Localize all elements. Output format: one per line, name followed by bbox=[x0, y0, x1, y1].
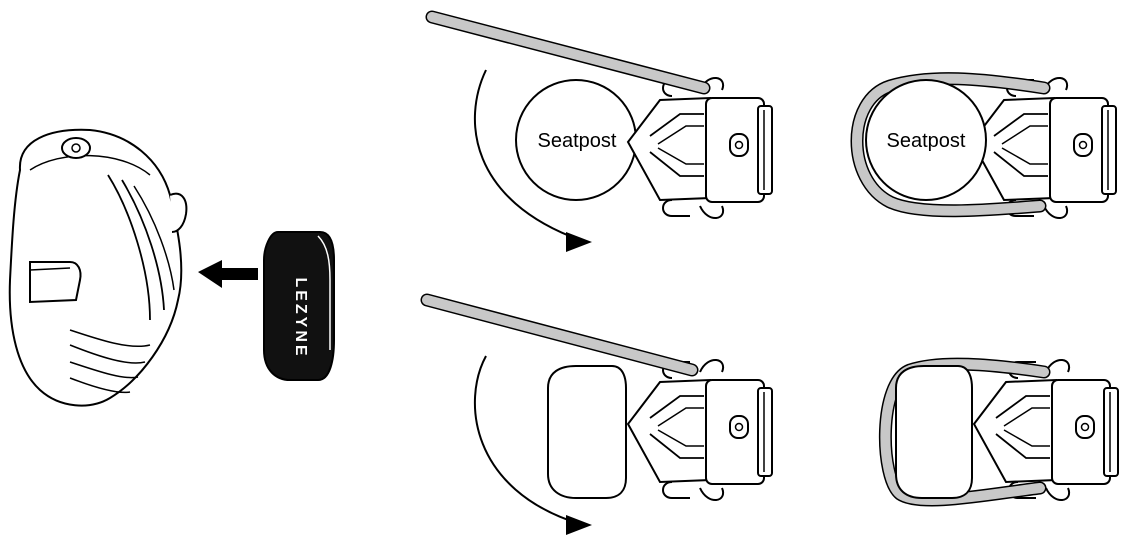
step-3-aero-strap-over bbox=[420, 293, 773, 535]
insert-arrow-icon bbox=[198, 260, 258, 288]
rotate-arrow-icon bbox=[566, 515, 592, 535]
strap bbox=[427, 12, 709, 93]
power-button-icon bbox=[61, 137, 91, 159]
light-body bbox=[8, 128, 188, 407]
strap bbox=[422, 295, 697, 375]
rubber-pad bbox=[263, 231, 335, 381]
logo-text: LEZYNE bbox=[292, 277, 309, 358]
step-1-strap-over: Seatpost bbox=[425, 10, 773, 252]
seatpost-circle bbox=[865, 79, 987, 201]
seatpost-label: Seatpost bbox=[538, 130, 617, 152]
strap-wrapped bbox=[852, 73, 1049, 216]
seatpost-label: Seatpost bbox=[887, 130, 966, 152]
aero-seatpost bbox=[547, 365, 627, 499]
strap-wrapped bbox=[880, 359, 1049, 506]
aero-seatpost bbox=[895, 365, 973, 499]
lezyne-logo: LEZYNE bbox=[292, 277, 309, 358]
rotate-arrow-icon bbox=[566, 232, 592, 252]
step-2-strap-wrapped: Seatpost bbox=[850, 72, 1117, 220]
step-4-aero-strap-wrapped bbox=[878, 357, 1119, 507]
